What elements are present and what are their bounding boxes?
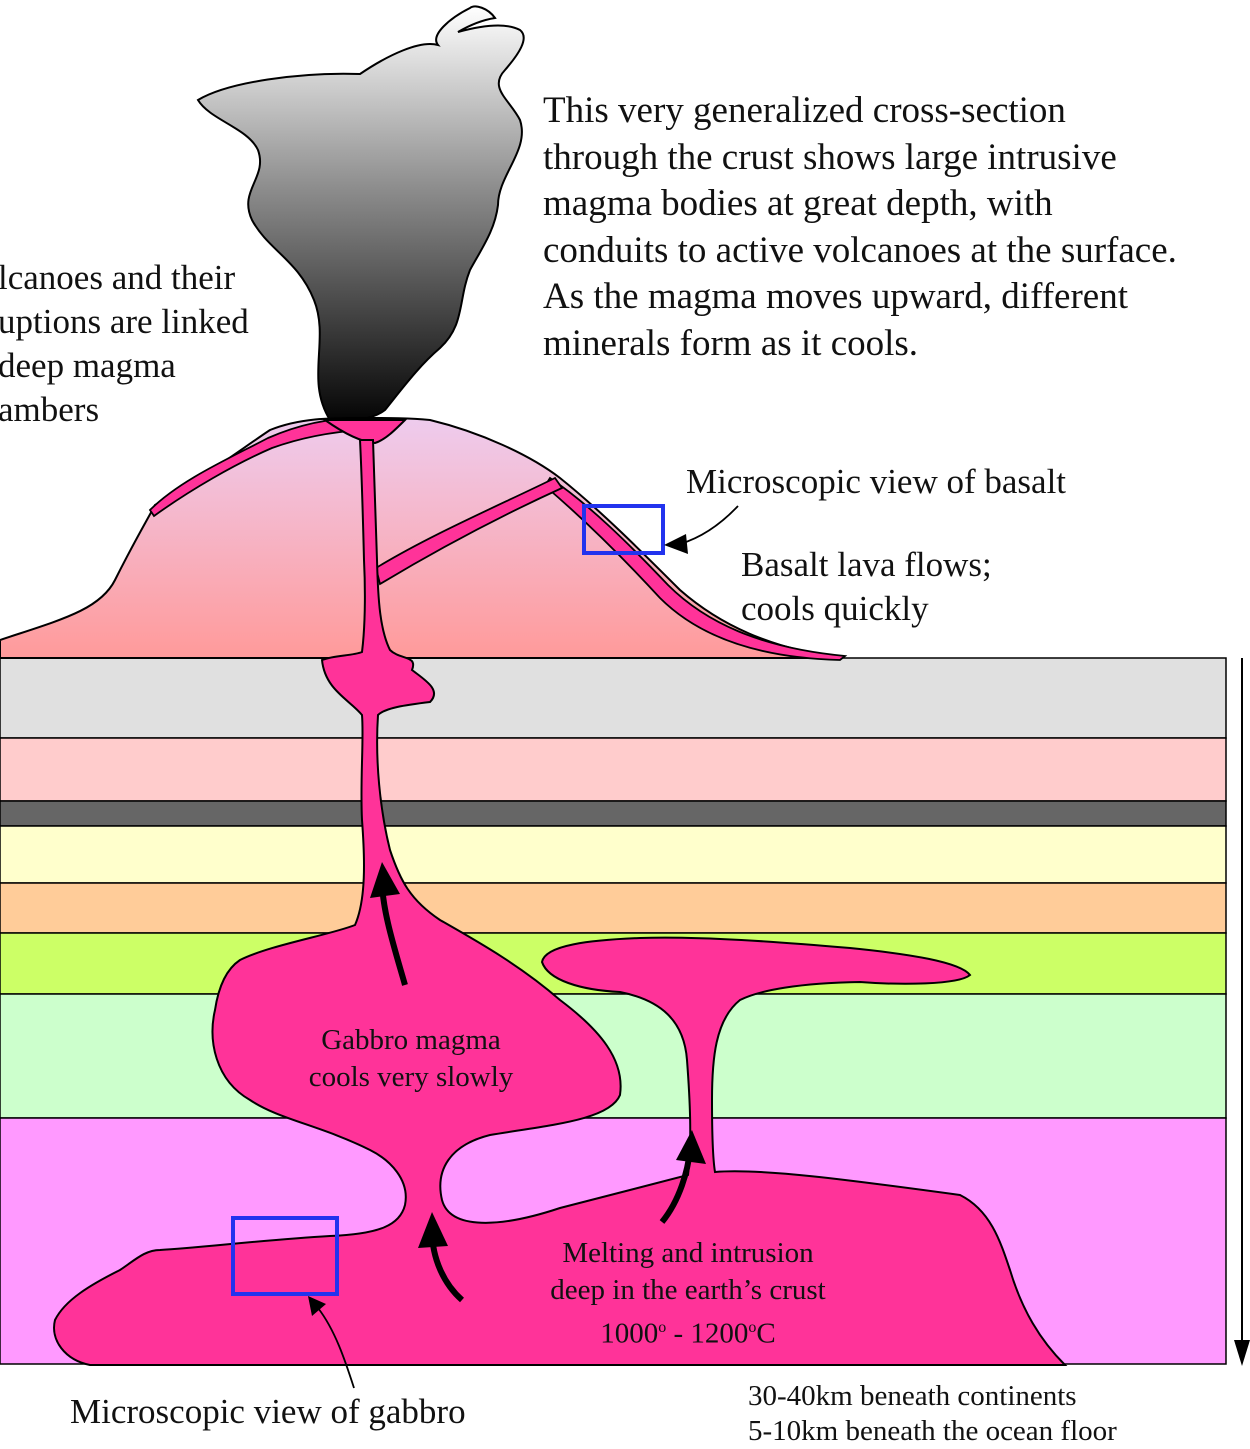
gabbro-pointer — [317, 1307, 355, 1389]
crater — [321, 419, 408, 445]
left-note-line: deep magma — [0, 346, 176, 385]
layer-cream — [0, 825, 1227, 884]
description-line: magma bodies at great depth, with — [543, 183, 1053, 224]
melting-label: Melting and intrusion deep in the earth’… — [520, 1235, 856, 1353]
description-line: As the magma moves upward, different — [543, 276, 1128, 317]
temperature-high: 1200 — [690, 1317, 749, 1350]
basalt-view-box — [582, 504, 665, 555]
left-note-line: lcanoes and their — [0, 258, 236, 297]
melting-line: Melting and intrusion — [562, 1237, 814, 1269]
magma-body — [53, 439, 1068, 1366]
side-dike — [374, 476, 564, 586]
gabbro-view-box — [231, 1216, 339, 1296]
description-line: minerals form as it cools. — [543, 322, 919, 364]
flow-arrow-upper-head — [370, 862, 400, 898]
gabbro-magma-line: cools very slowly — [308, 1061, 514, 1093]
gabbro-magma-line: Gabbro magma — [321, 1024, 501, 1056]
temperature-low: 1000 — [600, 1317, 659, 1350]
pointer-arrows — [308, 505, 739, 1389]
lava-flow-right — [543, 476, 848, 661]
layer-dark — [0, 800, 1227, 827]
depth-arrow — [1234, 658, 1250, 1366]
depth-line: 30-40km beneath continents — [748, 1380, 1077, 1412]
basalt-flows-label: Basalt lava flows; cools quickly — [741, 543, 992, 631]
gabbro-view-label: Microscopic view of gabbro — [70, 1392, 466, 1431]
basalt-pointer — [679, 505, 739, 545]
melting-line: deep in the earth’s crust — [550, 1274, 826, 1306]
layer-pink — [0, 737, 1227, 802]
depth-text: 30-40km beneath continents 5-10km beneat… — [748, 1379, 1117, 1449]
layer-gray — [0, 657, 1227, 739]
basalt-flows-line: cools quickly — [741, 589, 929, 628]
left-note-line: ambers — [0, 390, 100, 429]
basalt-flows-line: Basalt lava flows; — [741, 545, 992, 584]
description-line: through the crust shows large intrusive — [543, 136, 1117, 178]
depth-line: 5-10km beneath the ocean floor — [748, 1415, 1117, 1447]
description-line: This very generalized cross-section — [543, 90, 1066, 131]
left-note-line: uptions are linked — [0, 302, 249, 341]
flow-arrows — [370, 862, 706, 1303]
degree-mark: o — [658, 1319, 667, 1336]
layer-orange — [0, 882, 1227, 934]
basalt-view-label: Microscopic view of basalt — [686, 462, 1067, 501]
degree-mark: o — [748, 1319, 757, 1336]
flow-arrow-right-head — [676, 1130, 706, 1164]
description-text: This very generalized cross-section thro… — [543, 88, 1177, 367]
temperature-unit: C — [756, 1317, 776, 1350]
gabbro-magma-label: Gabbro magma cools very slowly — [280, 1022, 542, 1096]
temperature-range: 1000o - 1200oC — [520, 1309, 856, 1353]
description-line: conduits to active volcanoes at the surf… — [543, 229, 1177, 271]
flow-arrow-middle-head — [418, 1212, 448, 1248]
left-note-text: lcanoes and their uptions are linked dee… — [0, 256, 249, 432]
temperature-separator: - — [666, 1317, 691, 1350]
ash-plume — [196, 5, 525, 422]
